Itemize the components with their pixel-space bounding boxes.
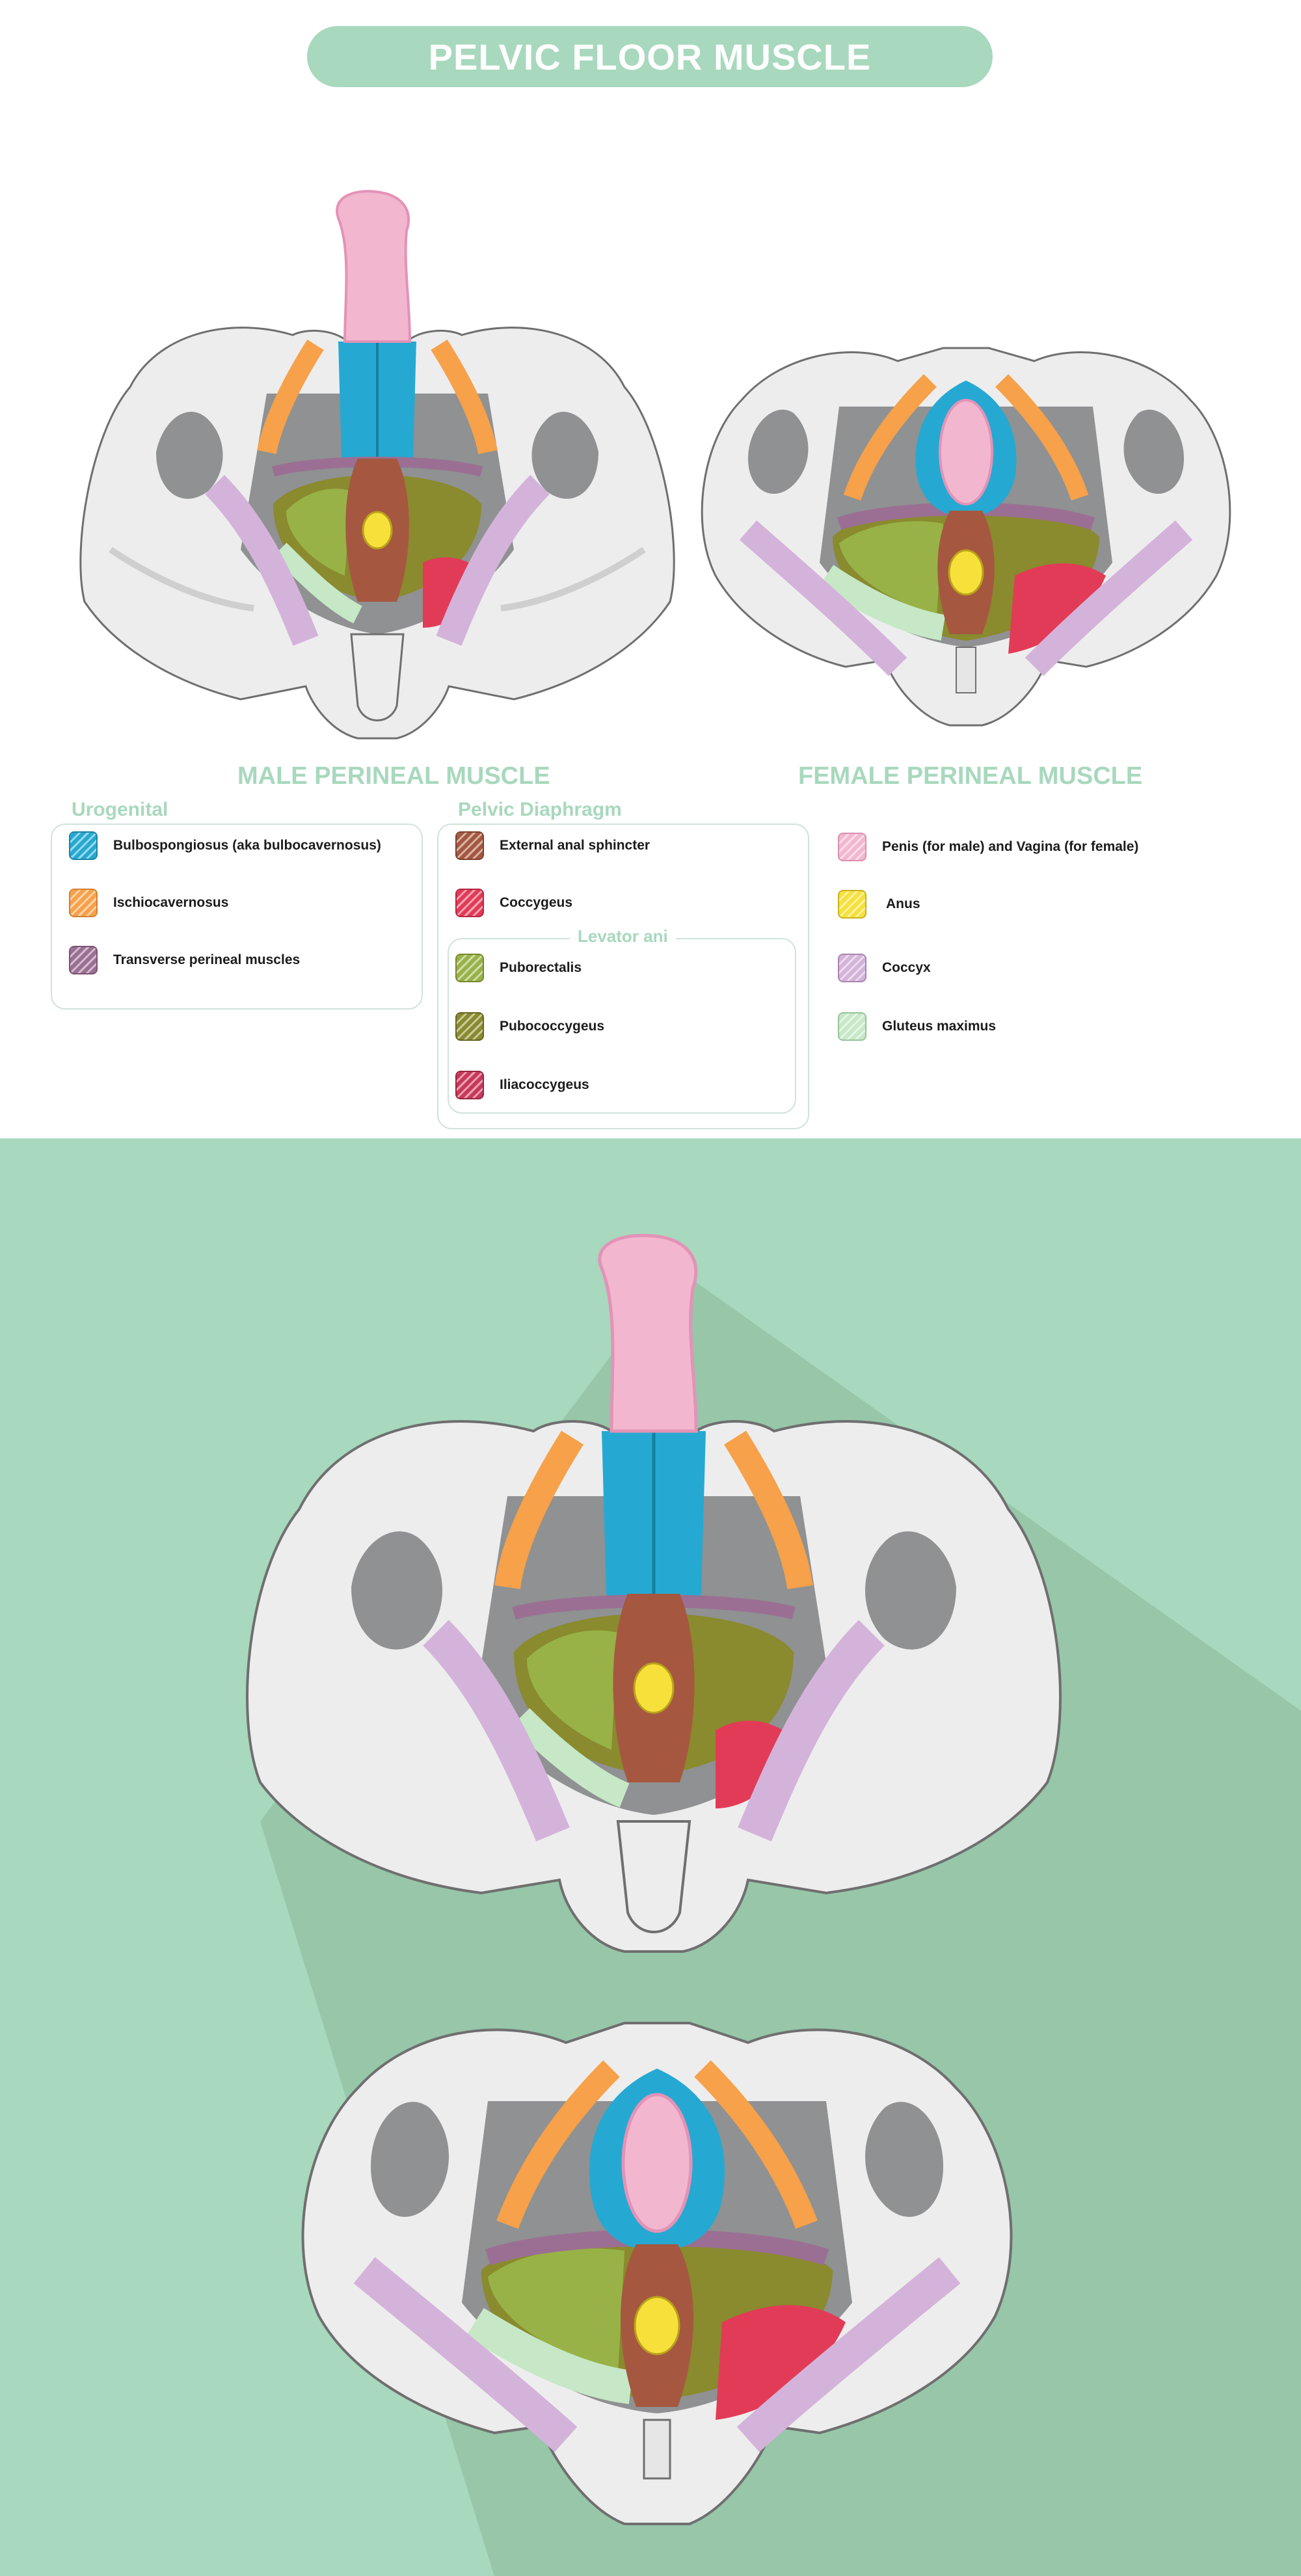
- transverse-perineal-swatch: [69, 946, 98, 974]
- large-female-pelvis: [301, 2022, 1013, 2525]
- legend-item-puborectalis: Puborectalis: [455, 954, 582, 982]
- male-caption: MALE PERINEAL MUSCLE: [237, 762, 550, 790]
- legend-item-iliacoccygeus: Iliacoccygeus: [455, 1071, 589, 1099]
- coccygeus-swatch: [455, 889, 484, 917]
- bottom-illustration-panel: [0, 1138, 1301, 2576]
- penis-vagina-swatch: [838, 833, 866, 861]
- legend-item-ischiocavernosus: Ischiocavernosus: [69, 889, 228, 917]
- levator-ani-legend-box: [448, 938, 796, 1114]
- male-pelvis-illustration: [59, 185, 696, 745]
- page-title: PELVIC FLOOR MUSCLE: [307, 26, 993, 87]
- iliacoccygeus-swatch: [455, 1071, 484, 1099]
- legend-item-coccygeus: Coccygeus: [455, 889, 572, 917]
- urogenital-legend-box: [51, 824, 423, 1010]
- legend-item-transverse-perineal: Transverse perineal muscles: [69, 946, 300, 974]
- puborectalis-swatch: [455, 954, 484, 982]
- large-male-pelvis: [246, 1233, 1062, 1953]
- pelvic-diaphragm-heading: Pelvic Diaphragm: [458, 799, 622, 820]
- legend-item-gluteus-maximus: Gluteus maximus: [838, 1012, 996, 1041]
- gluteus-maximus-swatch: [838, 1012, 866, 1041]
- legend-item-anus: Anus: [838, 890, 920, 919]
- external-anal-sphincter-swatch: [455, 831, 484, 860]
- ischiocavernosus-swatch: [69, 889, 98, 917]
- legend-item-pubococcygeus: Pubococcygeus: [455, 1012, 604, 1041]
- female-pelvis-illustration: [683, 329, 1249, 745]
- levator-ani-heading: Levator ani: [570, 926, 676, 946]
- female-caption: FEMALE PERINEAL MUSCLE: [798, 762, 1143, 790]
- pubococcygeus-swatch: [455, 1012, 484, 1041]
- urogenital-heading: Urogenital: [72, 799, 168, 820]
- bulbospongiosus-swatch: [69, 831, 98, 860]
- legend-item-bulbospongiosus: Bulbospongiosus (aka bulbocavernosus): [69, 831, 381, 860]
- legend-item-coccyx: Coccyx: [838, 954, 931, 982]
- legend-item-external-anal-sphincter: External anal sphincter: [455, 831, 650, 860]
- legend-item-penis-vagina: Penis (for male) and Vagina (for female): [838, 833, 1138, 861]
- coccyx-swatch: [838, 954, 866, 982]
- anus-swatch: [838, 890, 866, 919]
